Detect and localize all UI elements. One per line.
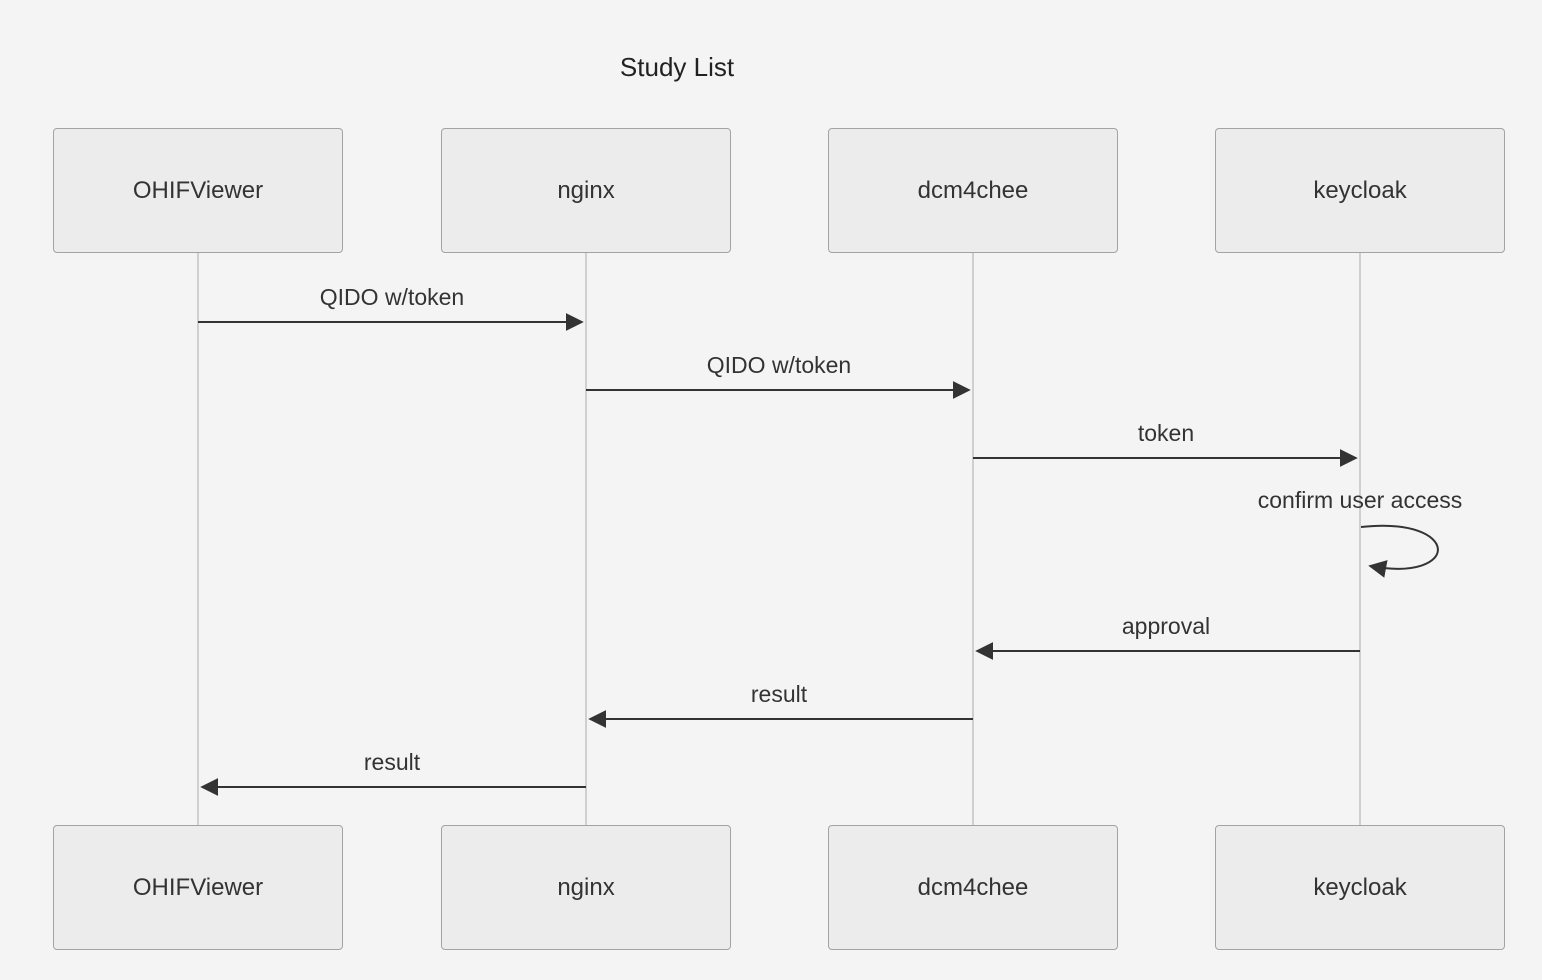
message-label-confirm-user-access: confirm user access (1257, 487, 1463, 513)
actor-box-ohifviewer-top: OHIFViewer (53, 128, 343, 253)
actor-label: dcm4chee (917, 176, 1029, 204)
message-label-token: token (1137, 420, 1195, 446)
actor-box-nginx-top: nginx (441, 128, 731, 253)
actor-box-keycloak-bottom: keycloak (1215, 825, 1505, 950)
actor-label: nginx (557, 176, 615, 204)
actor-box-nginx-bottom: nginx (441, 825, 731, 950)
message-label-approval: approval (1121, 613, 1211, 639)
actor-box-keycloak-top: keycloak (1215, 128, 1505, 253)
actor-box-ohifviewer-bottom: OHIFViewer (53, 825, 343, 950)
message-label-result-1: result (750, 681, 808, 707)
arrow-confirm-user-access-self-loop (1360, 524, 1439, 578)
diagram-title: Study List (619, 52, 735, 82)
actor-box-dcm4chee-bottom: dcm4chee (828, 825, 1118, 950)
actor-label: nginx (557, 873, 615, 901)
actor-box-dcm4chee-top: dcm4chee (828, 128, 1118, 253)
message-label-qido-1: QIDO w/token (319, 284, 465, 310)
actor-label: OHIFViewer (132, 176, 264, 204)
actor-label: OHIFViewer (132, 873, 264, 901)
actor-label: keycloak (1313, 873, 1407, 901)
message-label-qido-2: QIDO w/token (706, 352, 852, 378)
message-label-result-2: result (363, 749, 421, 775)
actor-label: keycloak (1313, 176, 1407, 204)
actor-label: dcm4chee (917, 873, 1029, 901)
